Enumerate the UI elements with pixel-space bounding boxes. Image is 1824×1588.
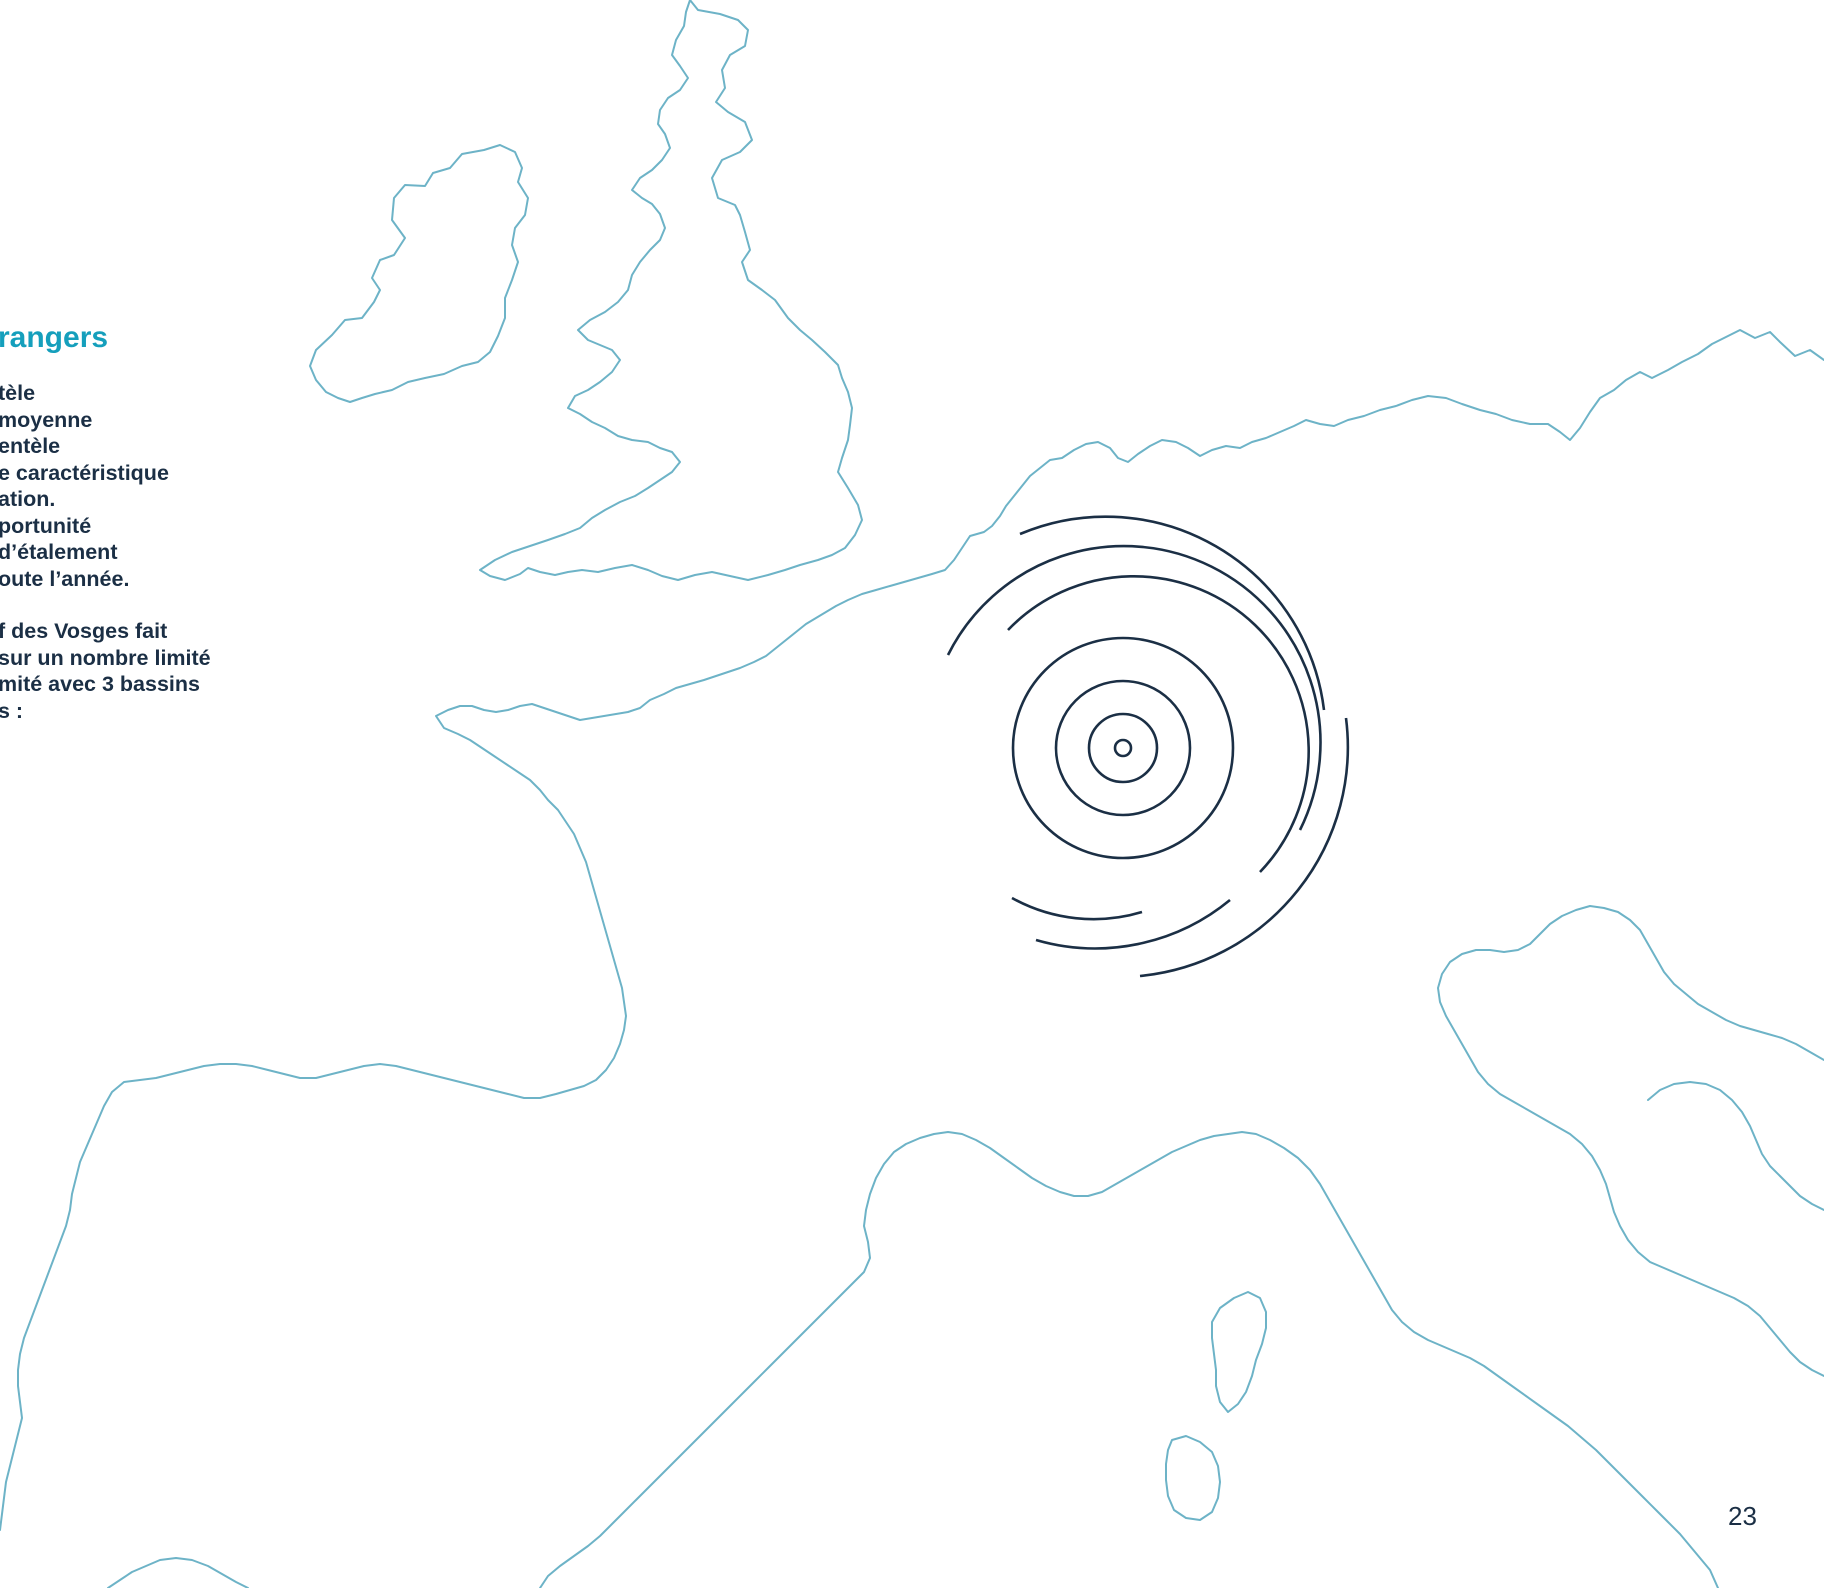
target-arc-6 <box>1019 515 1326 711</box>
text-line: s : <box>0 698 24 723</box>
section-heading: rangers <box>0 321 109 354</box>
coast-continental-europe <box>0 329 1824 1531</box>
coast-mediterranean-east <box>539 1131 1719 1588</box>
page-number: 23 <box>1728 1501 1757 1531</box>
target-arc-5 <box>946 544 1322 831</box>
target-center-dot <box>1113 738 1133 758</box>
target-ring-1 <box>1087 712 1159 784</box>
target-arc-8 <box>1035 898 1231 950</box>
text-line: oute l’année. <box>0 566 130 591</box>
coast-corsica <box>1211 1291 1267 1413</box>
target-ring-3 <box>1011 636 1235 860</box>
coast-mediterranean <box>107 1557 249 1588</box>
text-line: entèle <box>0 434 61 458</box>
coast-adriatic <box>1437 905 1824 1377</box>
text-line: moyenne <box>0 407 93 432</box>
text-line: f des Vosges fait <box>0 619 168 643</box>
target-arc-7 <box>1011 896 1143 921</box>
text-line: tèle <box>0 381 36 405</box>
target-rings <box>946 515 1350 978</box>
coast-sardinia <box>1165 1435 1221 1521</box>
text-line: sur un nombre limité <box>0 645 211 670</box>
text-line: portunité <box>0 513 92 538</box>
coast-balkans <box>1647 1081 1824 1211</box>
target-ring-2 <box>1054 679 1192 817</box>
target-arc-4 <box>1007 575 1310 873</box>
coast-great-britain <box>479 0 863 581</box>
text-line: d’étalement <box>0 540 118 564</box>
coast-ireland <box>309 144 529 403</box>
text-line: mité avec 3 bassins <box>0 672 200 696</box>
target-arc-9 <box>1139 717 1350 978</box>
text-line: ation. <box>0 487 56 511</box>
text-line: e caractéristique <box>0 460 169 485</box>
